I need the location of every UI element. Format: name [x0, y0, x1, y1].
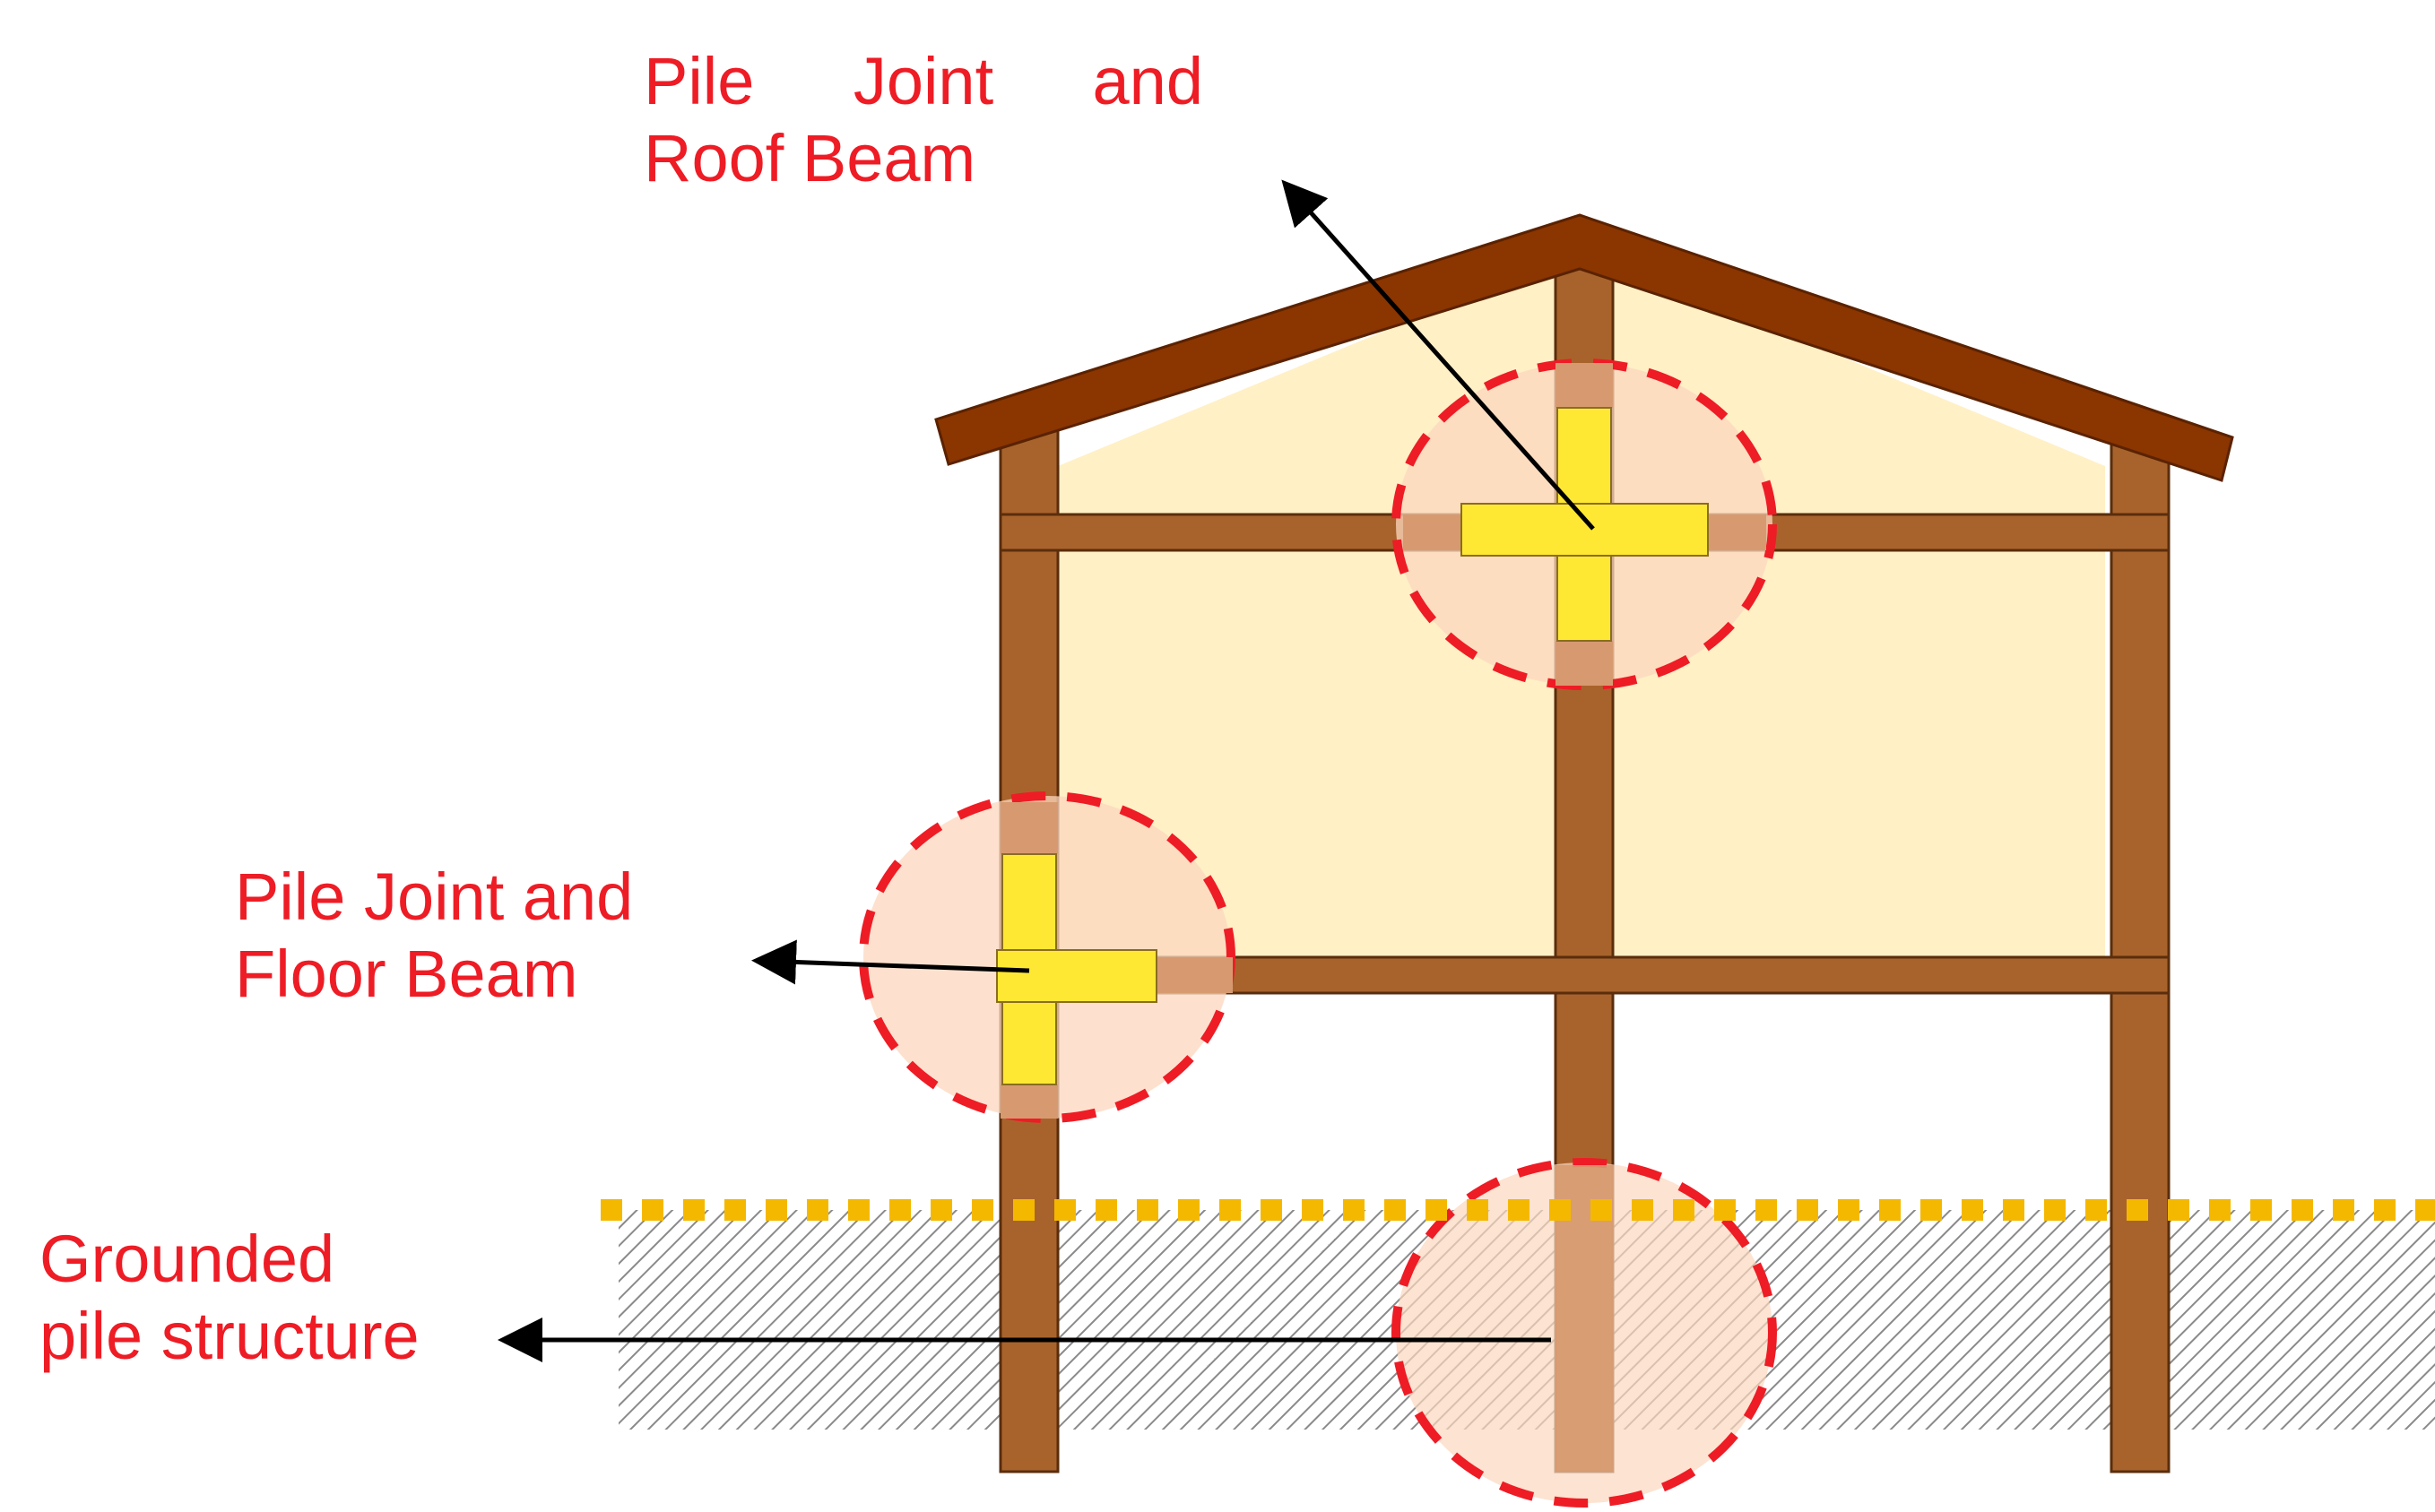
- roof-joint-label-word-pile: Pile: [644, 44, 755, 118]
- roof-joint-horizontal-highlight: [1460, 503, 1709, 557]
- roof-joint-label: Pile Joint and Roof Beam: [644, 43, 1203, 197]
- floor-joint-pale-right: [1157, 957, 1233, 993]
- floor-joint-horizontal-highlight: [996, 949, 1157, 1003]
- roof-joint-arrow: [1281, 179, 1595, 531]
- floor-joint-label-line1: Pile Joint and: [235, 860, 634, 934]
- floor-joint-arrow: [751, 939, 1030, 985]
- floor-joint-pale-top: [1001, 802, 1058, 854]
- grounded-pile-label: Grounded pile structure: [39, 1221, 420, 1375]
- roof-joint-label-line2: Roof Beam: [644, 121, 976, 195]
- floor-joint-pale-bottom: [1001, 1084, 1058, 1119]
- floor-joint-label: Pile Joint and Floor Beam: [235, 859, 633, 1013]
- roof-joint-label-word-and: and: [1092, 44, 1203, 118]
- roof-joint-pale-left: [1403, 514, 1461, 550]
- right-pile: [2110, 437, 2171, 1473]
- grounded-pile-label-line1: Grounded: [39, 1222, 335, 1296]
- grounded-pile-label-line2: pile structure: [39, 1299, 420, 1373]
- roof: [934, 213, 2234, 482]
- roof-joint-label-line1: Pile Joint and: [644, 43, 1203, 120]
- roof-joint-pale-top: [1555, 363, 1613, 408]
- roof-joint-label-word-joint: Joint: [853, 44, 994, 118]
- roof-joint-pale-bottom: [1555, 641, 1613, 686]
- roof-joint-pale-right: [1708, 514, 1766, 550]
- floor-joint-label-line2: Floor Beam: [235, 937, 578, 1011]
